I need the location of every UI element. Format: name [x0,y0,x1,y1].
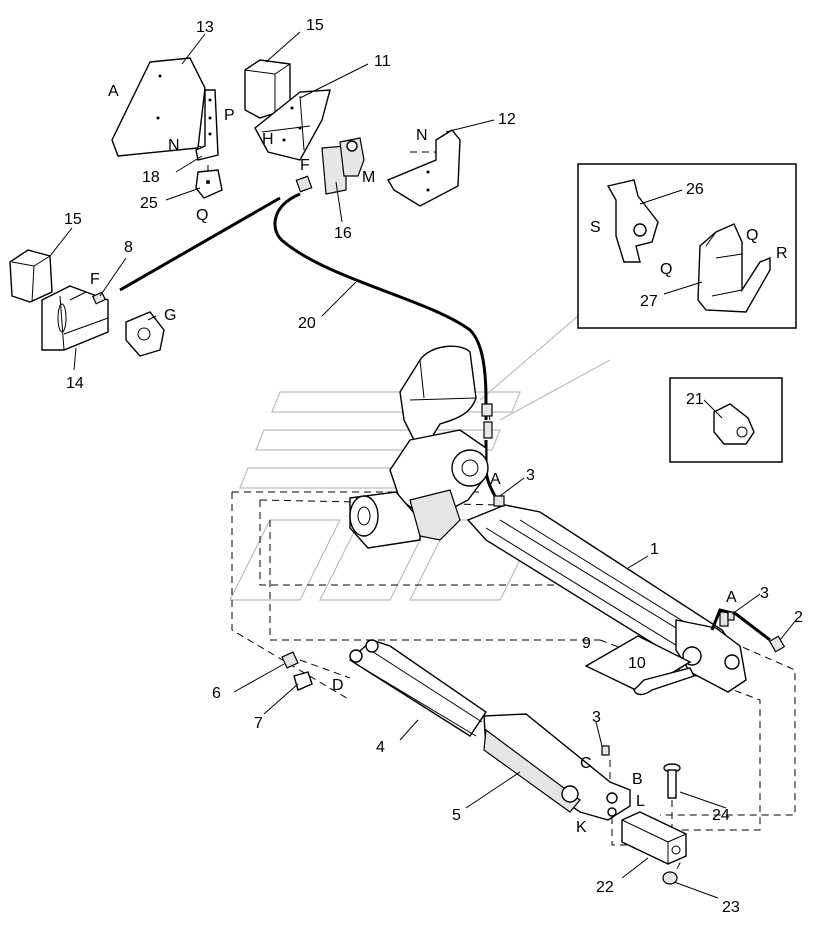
callout-3-b: 3 [760,585,769,602]
letter-p: P [224,107,235,124]
letter-q-inset-left: Q [660,261,672,278]
letter-a-top: A [108,83,119,100]
callout-20: 20 [298,315,316,332]
letter-n-top-left: N [168,137,180,154]
bracket-part-18 [195,89,219,161]
inset-box-21 [669,377,783,463]
callout-16: 16 [334,225,352,242]
clip-part-3-lower [601,745,610,756]
bracket-part-22 [621,811,687,865]
grommet-part-g [125,311,165,357]
callout-15-top: 15 [306,17,324,34]
letter-a-boom: A [726,589,737,606]
clamp-part-25 [195,169,223,199]
clip-part-3-right [727,611,735,621]
letter-d: D [332,677,344,694]
callout-5: 5 [452,807,461,824]
callout-9: 9 [582,635,591,652]
pin-part-24 [663,763,681,799]
callout-3-a: 3 [526,467,535,484]
callout-21: 21 [686,391,704,408]
callout-13: 13 [196,19,214,36]
callout-23: 23 [722,899,740,916]
callout-7: 7 [254,715,263,732]
callout-12: 12 [498,111,516,128]
clip-part-7 [293,671,313,691]
callout-4: 4 [376,739,385,756]
callout-26: 26 [686,181,704,198]
callout-2: 2 [794,609,803,626]
boom-part-4 [348,639,487,737]
plate-part-11 [254,89,331,161]
letter-q-top: Q [196,207,208,224]
letter-q-inset-right: Q [746,227,758,244]
connector-part-6 [281,651,299,669]
letter-s: S [590,219,601,236]
letter-a-axle: A [490,471,501,488]
callout-3-c: 3 [592,709,601,726]
letter-g: G [164,307,176,324]
connector-part-2 [768,635,786,653]
shield-part-13 [111,57,206,157]
letter-b: B [632,771,643,788]
plate-part-9 [584,635,692,693]
callout-6: 6 [212,685,221,702]
rod-part-10 [633,667,695,696]
callout-22: 22 [596,879,614,896]
boom-part-5 [483,713,631,821]
letter-k: K [576,819,587,836]
leader-lines [49,31,797,899]
boom-part-1 [466,495,771,693]
callout-numbers: 13 15 11 12 18 25 16 15 8 14 20 26 27 21… [64,17,803,916]
block-part-15-left [9,249,53,303]
callout-18: 18 [142,169,160,186]
callout-1: 1 [650,541,659,558]
letter-l: L [636,793,645,810]
callout-11: 11 [374,53,391,70]
connector-part-8 [91,291,107,305]
callout-10: 10 [628,655,646,672]
bracket-part-12 [386,129,461,207]
letter-r: R [776,245,788,262]
letter-f-top: F [300,157,310,174]
callout-15-left: 15 [64,211,82,228]
axle-assembly [349,345,493,549]
letter-f-left: F [90,271,100,288]
callout-14: 14 [66,375,84,392]
callout-24: 24 [712,807,730,824]
inset-box-26-27 [577,163,797,329]
reference-letters: A N P Q H F M N F G S Q Q R A A D C B L … [90,83,788,836]
nut-part-23 [662,871,678,885]
letter-c: C [580,755,592,772]
callout-27: 27 [640,293,658,310]
letter-h: H [262,131,274,148]
connector-part-f [295,175,313,193]
letter-n-top-right: N [416,127,428,144]
callout-8: 8 [124,239,133,256]
hinge-part-16 [321,137,365,195]
bracket-part-14 [41,285,109,351]
callout-25: 25 [140,195,158,212]
letter-m: M [362,169,375,186]
